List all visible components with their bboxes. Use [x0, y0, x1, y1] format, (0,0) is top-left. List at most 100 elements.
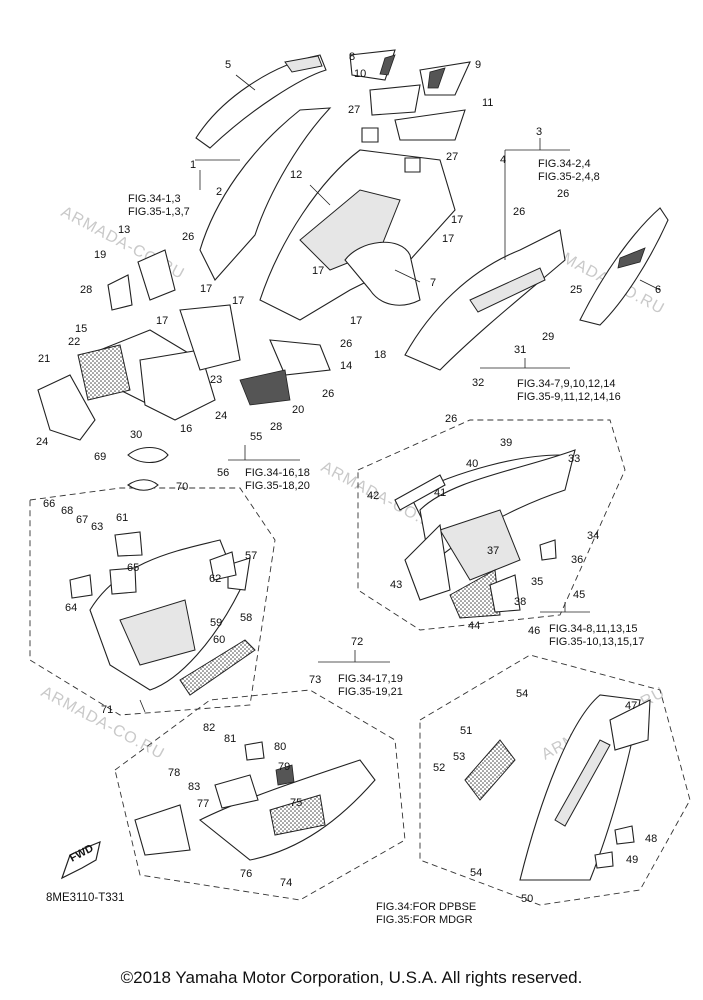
- callout-label: 27: [348, 104, 360, 116]
- callout-label: 46: [528, 625, 540, 637]
- parts-group-32: [394, 449, 576, 619]
- figure-note: FIG.34-17,19: [338, 673, 403, 685]
- leader-line: [235, 74, 256, 91]
- callout-label: 81: [224, 733, 236, 745]
- part-50-stripe: [554, 739, 611, 827]
- parts-upper: [37, 49, 669, 441]
- figure-note: FIG.35-18,20: [245, 480, 310, 492]
- callout-label: 70: [176, 481, 188, 493]
- part-5-cover: [195, 54, 327, 149]
- callout-label: 26: [322, 388, 334, 400]
- part-14-duct: [269, 339, 331, 376]
- part-23-cover: [179, 304, 241, 371]
- callout-label: 26: [513, 206, 525, 218]
- callout-label: 17: [232, 295, 244, 307]
- callout-label: 69: [94, 451, 106, 463]
- callout-label: 26: [182, 231, 194, 243]
- part-59-inner: [119, 599, 196, 666]
- part-20-grille: [239, 369, 291, 406]
- callout-label: 49: [626, 854, 638, 866]
- callout-label: 55: [250, 431, 262, 443]
- group-outline-73: [114, 689, 406, 901]
- callout-label: 26: [557, 188, 569, 200]
- callout-label: 37: [487, 545, 499, 557]
- callout-label: 34: [587, 530, 599, 542]
- leader-line: [309, 184, 331, 206]
- callout-label: 33: [568, 453, 580, 465]
- part-49-clip: [594, 851, 614, 869]
- leader-line: [639, 279, 661, 291]
- part-80-cap: [244, 741, 265, 761]
- figure-note: FIG.34-1,3: [128, 193, 181, 205]
- callout-label: 16: [180, 423, 192, 435]
- callout-label: 19: [94, 249, 106, 261]
- legend-entry: FIG.35:FOR MDGR: [376, 914, 473, 926]
- part-37-inner: [439, 509, 521, 581]
- callout-label: 61: [116, 512, 128, 524]
- callout-label: 31: [514, 344, 526, 356]
- legend-entry: FIG.34:FOR DPBSE: [376, 901, 476, 913]
- callout-label: 26: [340, 338, 352, 350]
- callout-label: 56: [217, 467, 229, 479]
- part-65-plate: [109, 567, 137, 595]
- callout-label: 65: [127, 562, 139, 574]
- callout-label: 27: [446, 151, 458, 163]
- callout-label: 50: [521, 893, 533, 905]
- callout-label: 52: [433, 762, 445, 774]
- part-47-trim: [609, 699, 651, 751]
- figure-note: FIG.34-2,4: [538, 158, 591, 170]
- part-44-mesh: [449, 569, 501, 619]
- callout-label: 82: [203, 722, 215, 734]
- callout-label: 20: [292, 404, 304, 416]
- part-9-vent: [419, 61, 471, 96]
- diagram-reference-code: 8ME3110-T331: [46, 892, 125, 904]
- part-27-grommet-b: [404, 157, 421, 173]
- figure-note: FIG.34-7,9,10,12,14: [517, 378, 615, 390]
- callout-label: 2: [216, 186, 222, 198]
- part-27-grommet: [361, 127, 379, 143]
- callout-label: 5: [225, 59, 231, 71]
- part-36-clip: [539, 539, 557, 561]
- callout-label: 80: [274, 741, 286, 753]
- callout-label: 25: [570, 284, 582, 296]
- callout-label: 54: [470, 867, 482, 879]
- callout-label: 79: [278, 761, 290, 773]
- group-outline-46: [419, 654, 691, 906]
- callout-label: 23: [210, 374, 222, 386]
- callout-label: 41: [434, 487, 446, 499]
- callout-label: 74: [280, 877, 292, 889]
- callout-label: 14: [340, 360, 352, 372]
- callout-label: 38: [514, 596, 526, 608]
- part-61-plate: [114, 531, 143, 557]
- callout-label: 73: [309, 674, 321, 686]
- part-62-stay: [209, 551, 237, 581]
- callout-label: 17: [442, 233, 454, 245]
- part-78-guard: [134, 804, 191, 856]
- part-5-stripe: [284, 55, 323, 73]
- callout-label: 54: [516, 688, 528, 700]
- callout-label: 9: [475, 59, 481, 71]
- part-11-duct: [394, 109, 466, 141]
- part-79-clip: [275, 764, 295, 786]
- part-70-ring: [127, 479, 159, 491]
- copyright-notice: ©2018 Yamaha Motor Corporation, U.S.A. A…: [120, 968, 583, 987]
- callout-label: 67: [76, 514, 88, 526]
- part-60-mesh: [179, 639, 256, 696]
- callout-label: 21: [38, 353, 50, 365]
- part-2-side-panel: [199, 107, 332, 281]
- figure-note: FIG.35-2,4,8: [538, 171, 600, 183]
- parts-group-73: [134, 741, 376, 861]
- part-75-mesh: [269, 794, 326, 836]
- part-42-trim: [394, 474, 446, 511]
- callout-label: 1: [190, 159, 196, 171]
- callout-label: 59: [210, 617, 222, 629]
- callout-label: 42: [367, 490, 379, 502]
- part-53-mesh: [464, 739, 516, 801]
- leader-line: [394, 269, 421, 283]
- group-outline-32: [357, 419, 626, 631]
- callout-label: 51: [460, 725, 472, 737]
- callout-label: 36: [571, 554, 583, 566]
- callout-label: 76: [240, 868, 252, 880]
- callout-label: 17: [350, 315, 362, 327]
- callout-label: 24: [36, 436, 48, 448]
